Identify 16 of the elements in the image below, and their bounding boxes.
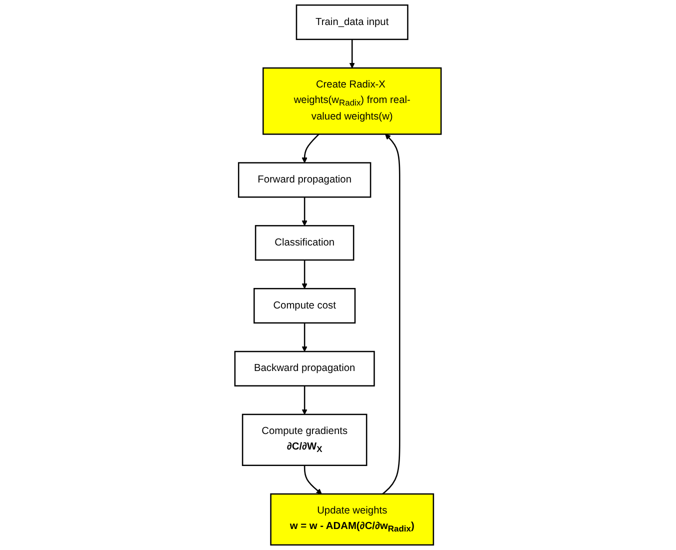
arrow [302, 134, 320, 164]
arrow [302, 386, 308, 415]
node-box: Classification [254, 225, 354, 261]
arrow [302, 260, 308, 289]
node-box: Update weights w = w - ADAM(∂C/∂w$_{Radix}$) [270, 493, 434, 546]
arrow [304, 465, 322, 494]
arrow [349, 39, 355, 68]
node-box: Compute cost [254, 288, 356, 324]
arrow [382, 134, 400, 494]
arrow [302, 322, 308, 352]
node-box: Train_data input [296, 4, 408, 40]
node-box: Backward propagation [234, 350, 375, 386]
node-box: Forward propagation [238, 162, 372, 198]
node-box: Compute gradients ∂C/∂W$_{X}$ [242, 414, 368, 466]
arrow [302, 197, 308, 226]
node-box: Create Radix-X weights(w$_{Radix}$) from real-valued weights(w) [262, 67, 442, 135]
